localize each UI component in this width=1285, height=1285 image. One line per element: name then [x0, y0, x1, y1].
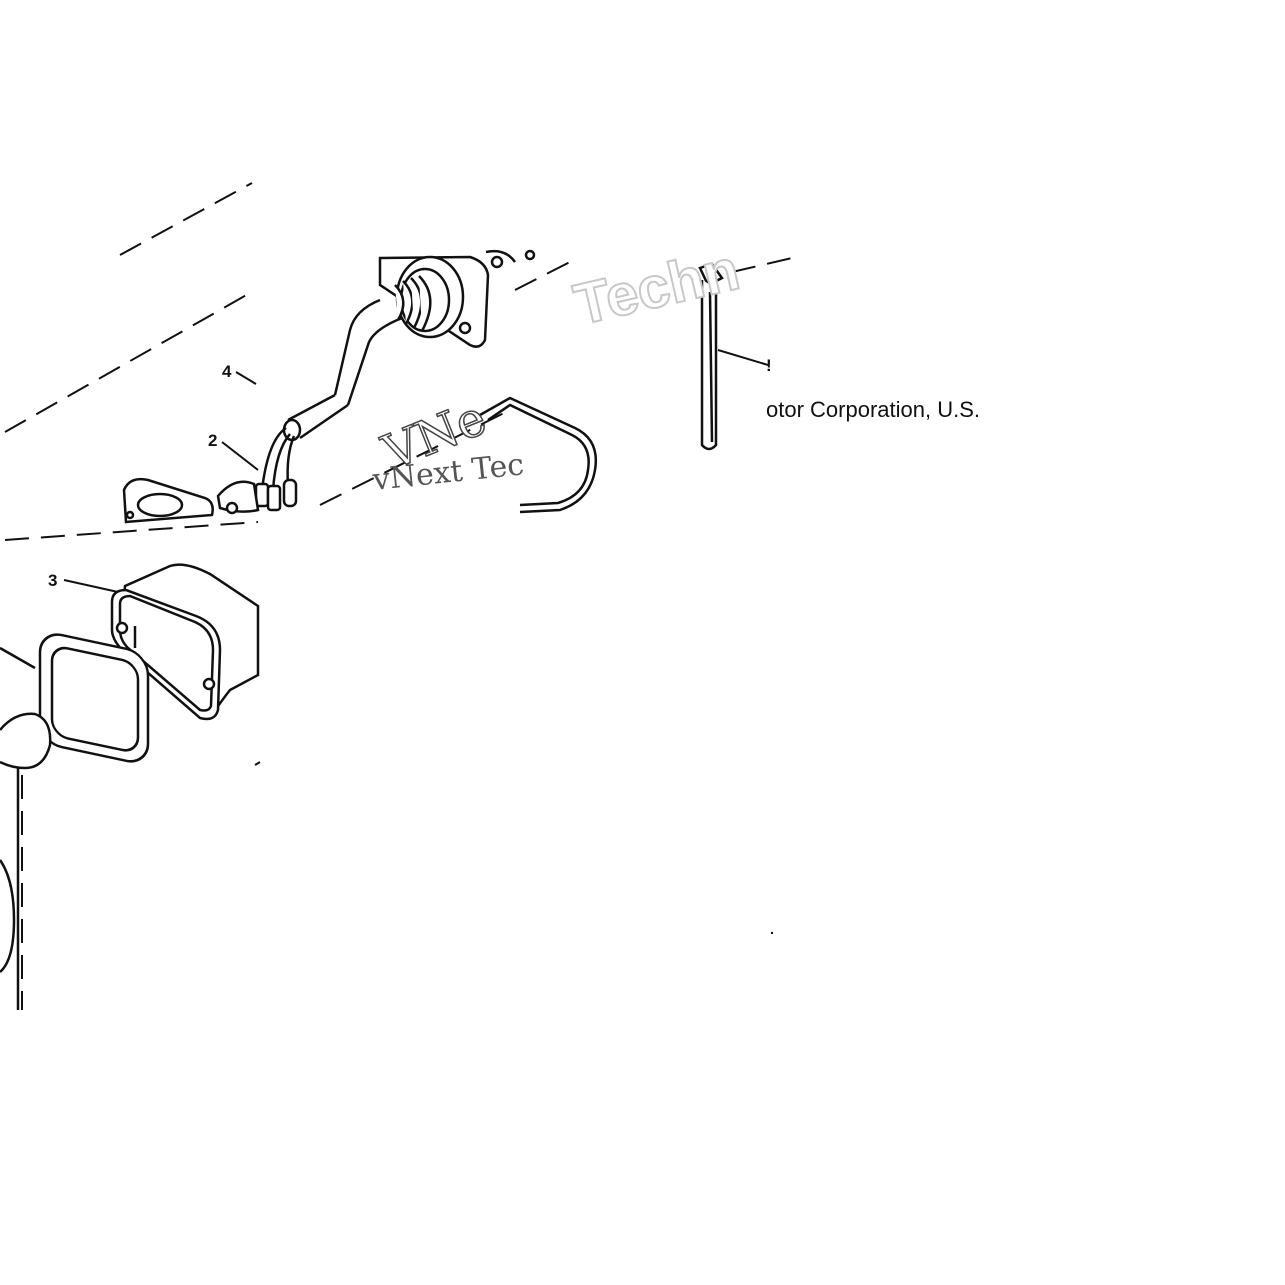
callout-part-4: 4 [222, 362, 232, 381]
mounting-plate-with-grommet [378, 249, 536, 348]
light-housing [110, 563, 260, 721]
copyright-notice: otor Corporation, U.S. [766, 397, 980, 422]
bulb [0, 646, 52, 770]
wire-harness [260, 298, 403, 491]
dashed-guide-lines [4, 182, 793, 1010]
wire-terminals [216, 478, 298, 515]
watermark-text-top: Techn [568, 237, 745, 338]
callout-part-3: 3 [48, 571, 57, 590]
callout-part-2: 2 [208, 431, 217, 450]
callout-leader-lines [63, 349, 769, 593]
lens-outline [479, 396, 598, 514]
lens-gasket [38, 633, 150, 763]
mounting-bracket [122, 477, 214, 524]
stray-dot [770, 931, 774, 935]
callout-part-5: ! [766, 356, 772, 375]
cable-tie [698, 262, 724, 451]
lower-left-lens-fragment [0, 758, 20, 1010]
